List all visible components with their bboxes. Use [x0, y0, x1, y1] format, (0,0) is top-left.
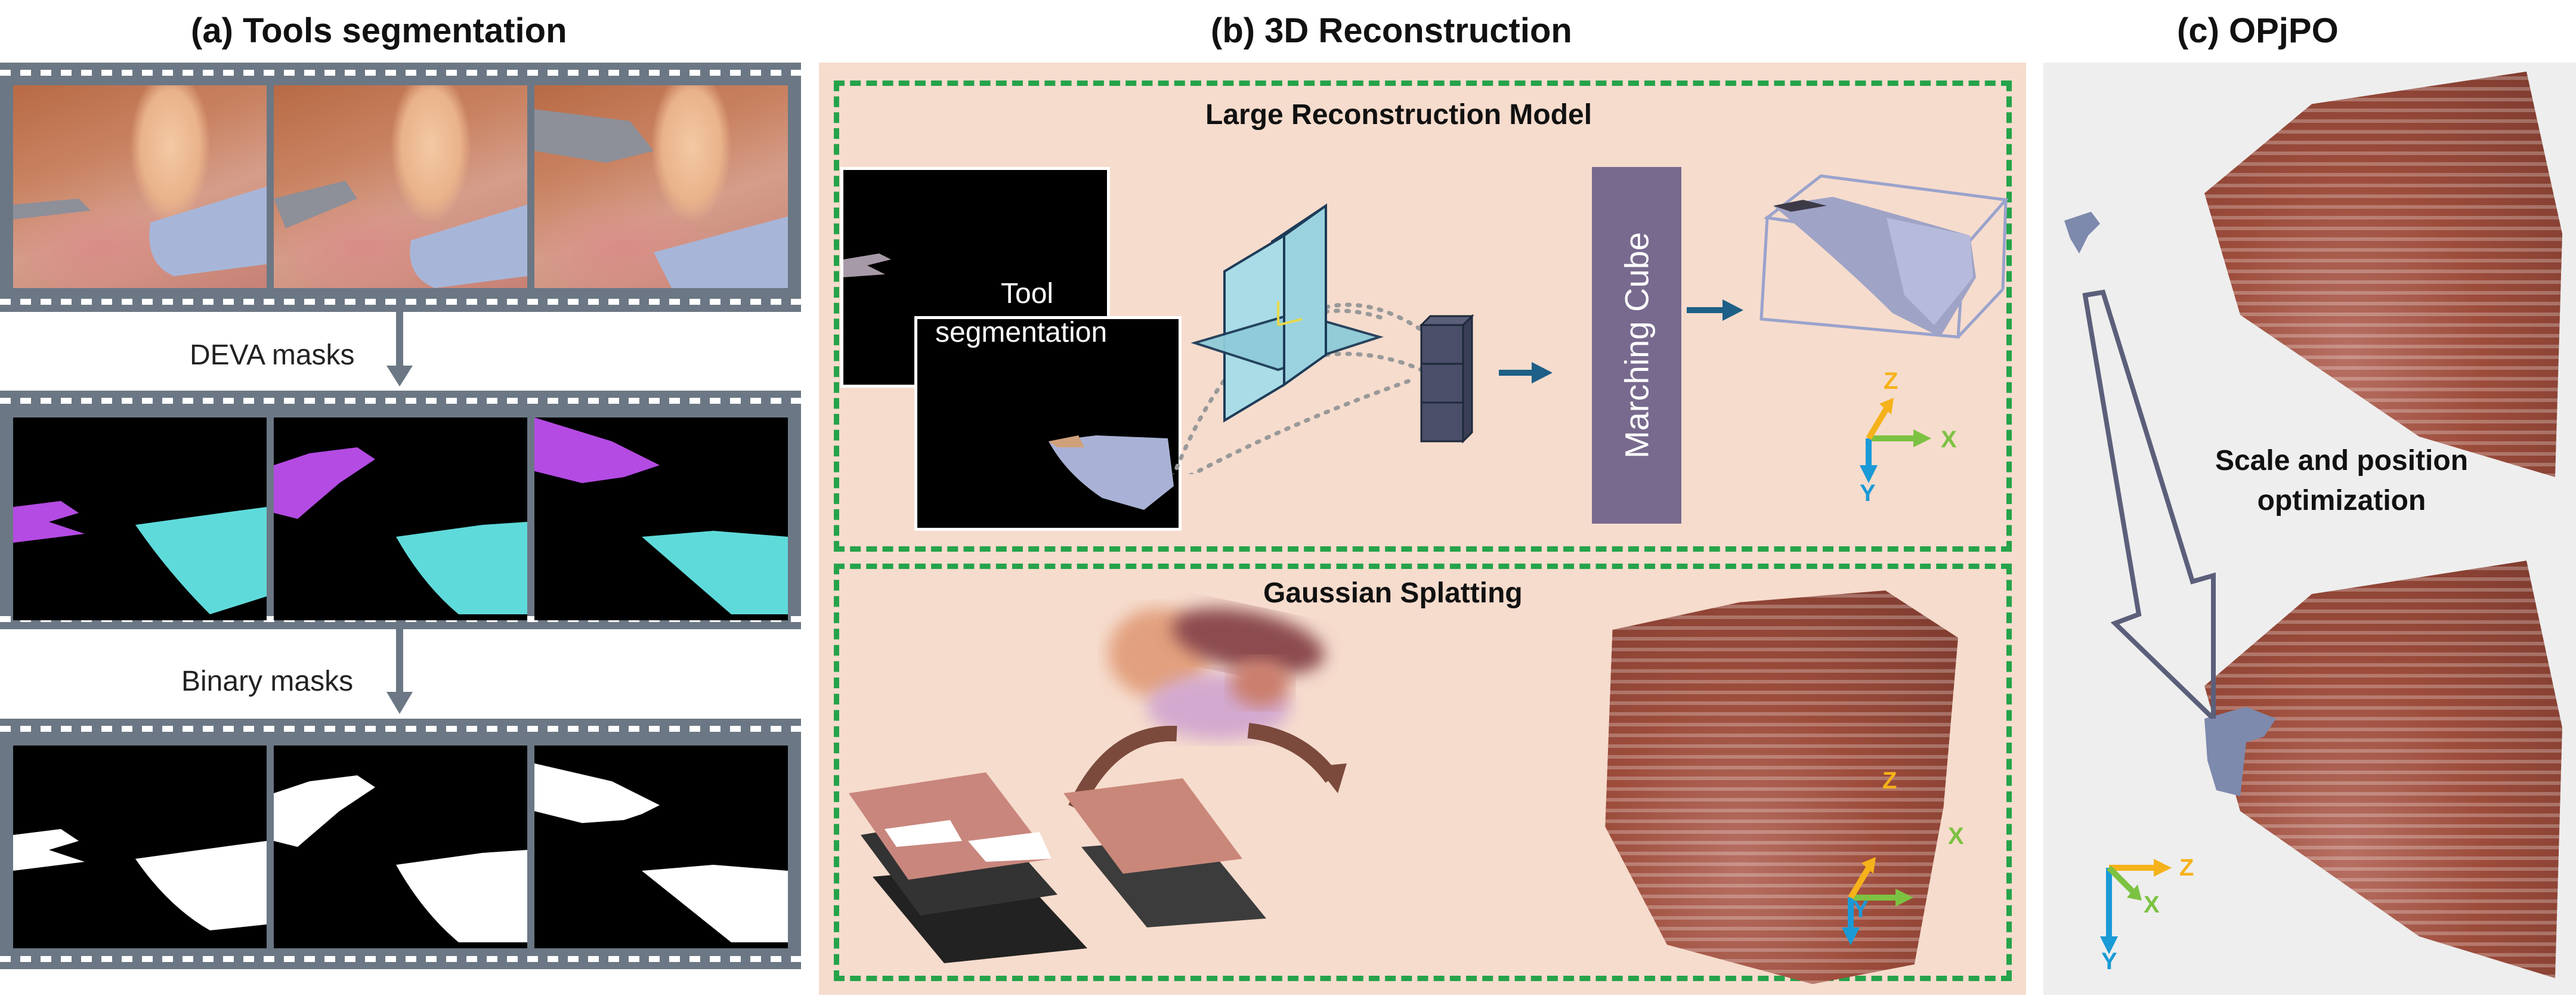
filmstrip-perforation-top [0, 398, 801, 404]
axis-y-label: Y [1860, 480, 1876, 506]
tool-label-line1: Tool [1001, 278, 1054, 310]
gs-image-stacks [849, 772, 1266, 963]
binary-mask-frame-3 [534, 746, 788, 948]
tissue-point-cloud-top [2204, 72, 2562, 477]
mask-instrument-purple [274, 447, 375, 519]
panel-b-background: Large Reconstruction Model Tool segmenta… [819, 63, 2026, 995]
mask-instrument-purple [534, 417, 660, 483]
panel-b-title: (b) 3D Reconstruction [1211, 11, 1572, 50]
axes-c [2100, 859, 2172, 954]
mask-tool-white [135, 841, 267, 930]
arrow-to-mesh [1687, 299, 1743, 321]
axis-z-label: Z [1884, 368, 1898, 394]
tool-mesh-bbox [1759, 174, 2009, 339]
input-image-front [914, 316, 1182, 531]
gaussian-blobs [1068, 608, 1347, 812]
tool-label-line2: segmentation [935, 317, 1108, 348]
axis-x-label: X [1948, 823, 1964, 849]
mask-tool-white [642, 865, 788, 942]
tool-small [2064, 212, 2100, 253]
deva-masks-label: DEVA masks [190, 339, 355, 371]
lrm-box [834, 81, 2012, 552]
filmstrip-perforation-bottom [0, 299, 801, 305]
gs-title: Gaussian Splatting [1263, 577, 1523, 609]
filmstrip-perforation-top [0, 726, 801, 732]
axis-x-label: X [2144, 892, 2160, 918]
caption-line1: Scale and position [2215, 445, 2469, 477]
down-arrow-1 [386, 312, 413, 386]
filmstrip-binary-masks [0, 719, 801, 969]
mask-tool-cyan [396, 522, 527, 614]
caption-line2: optimization [2257, 485, 2426, 516]
panel-c-title: (c) OPjPO [2177, 11, 2339, 50]
mask-instrument-white [13, 829, 85, 871]
binary-mask-frame-1 [13, 746, 267, 948]
mask-tool-cyan [642, 531, 788, 614]
marching-cube-label: Marching Cube [1618, 232, 1656, 459]
gs-box [834, 564, 2012, 981]
lrm-title: Large Reconstruction Model [1205, 99, 1592, 131]
deva-mask-frame-3 [534, 417, 788, 620]
filmstrip-perforation-top [0, 70, 801, 76]
mask-instrument-purple [13, 501, 85, 543]
binary-masks-label: Binary masks [181, 666, 354, 697]
filmstrip-video-frames [0, 63, 801, 312]
tissue-point-cloud-b [1605, 590, 1958, 984]
axis-y-label: Y [1853, 896, 1869, 923]
down-arrow-2 [386, 629, 413, 714]
video-frame-1 [13, 85, 267, 288]
mask-tool-white [396, 850, 527, 942]
axis-y-label: Y [2101, 948, 2117, 975]
tool-placed [2204, 707, 2276, 796]
deva-mask-frame-2 [274, 417, 527, 620]
marching-cube-block [1592, 167, 1681, 524]
tool-overlay-3 [534, 109, 788, 288]
deva-mask-frame-1 [13, 417, 267, 620]
axis-x-label: X [1941, 426, 1957, 453]
video-frame-3 [534, 85, 788, 288]
tool-crop [1049, 435, 1174, 510]
mask-instrument-white [274, 775, 375, 847]
hollow-arrow [2082, 289, 2216, 719]
binary-mask-frame-2 [274, 746, 527, 948]
video-frame-2 [274, 85, 527, 288]
filmstrip-deva-masks [0, 391, 801, 629]
axes-lrm [1860, 398, 1931, 483]
panel-a-title: (a) Tools segmentation [191, 11, 567, 50]
voxel-column [1419, 314, 1474, 444]
mask-instrument-white [534, 763, 660, 823]
panel-c-background: Scale and position optimization Z X Y [2043, 63, 2576, 995]
triplane-diagram [1171, 203, 1553, 474]
axes-gs [1842, 857, 1913, 945]
filmstrip-perforation-bottom [0, 956, 801, 962]
tool-overlay-1 [13, 187, 267, 276]
tool-overlay-2 [274, 181, 527, 288]
axis-z-label: Z [2179, 855, 2194, 881]
axis-z-label: Z [1882, 768, 1897, 794]
mask-tool-cyan [135, 507, 267, 614]
